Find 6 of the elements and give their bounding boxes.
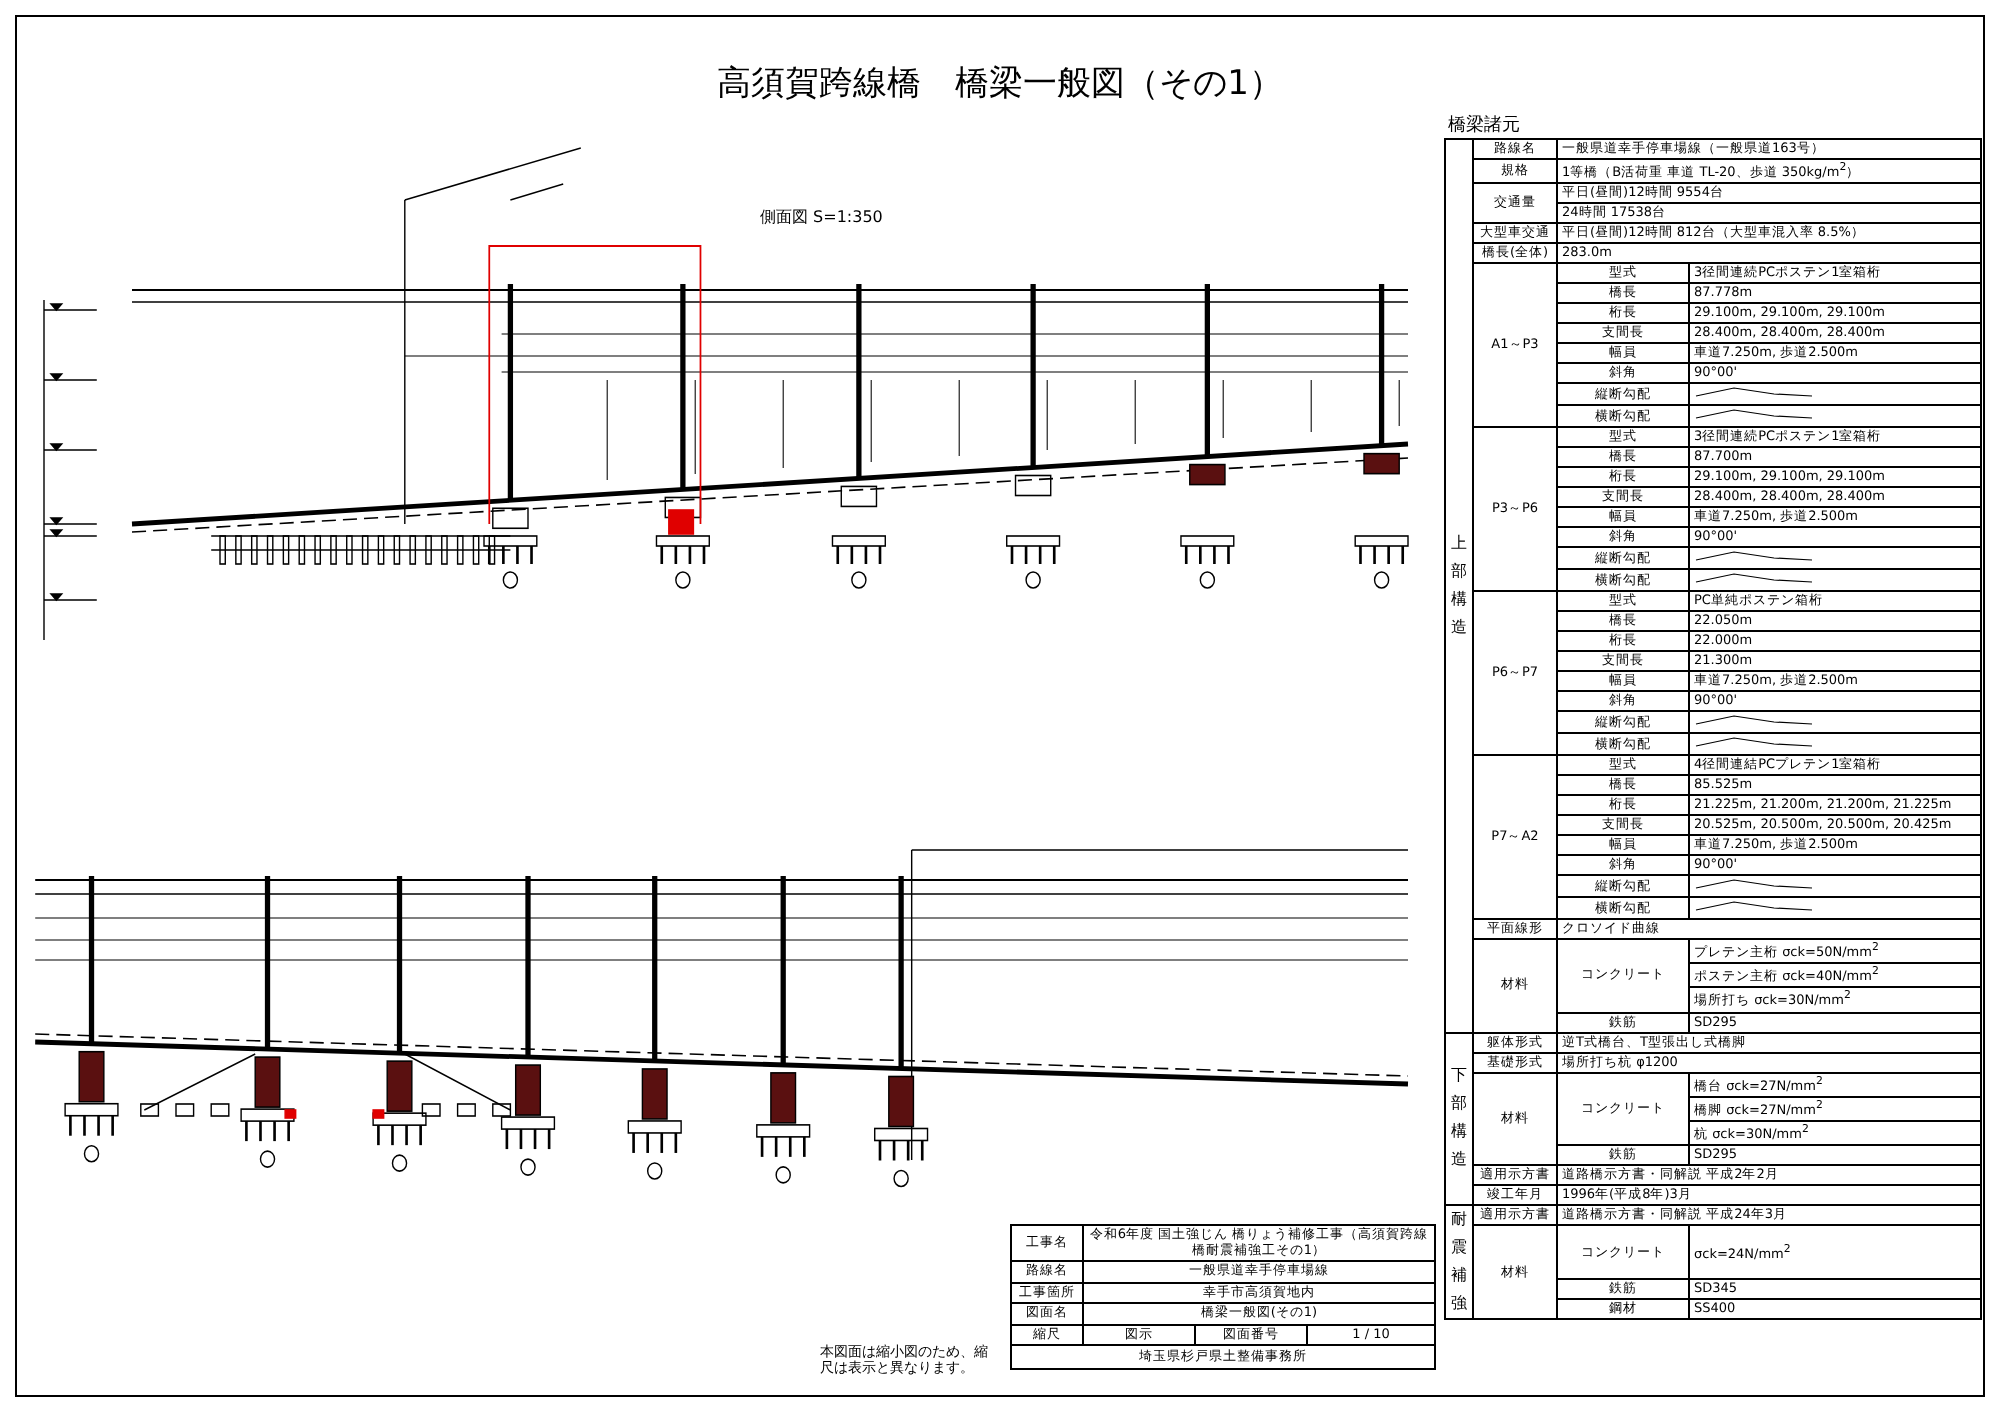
table-heading: 橋梁諸元 — [1448, 113, 1520, 138]
view-heading: 側面図 S=1:350 — [760, 206, 883, 228]
group-heading-cell: 下部構造 — [1445, 1032, 1473, 1206]
drawing-title: 高須賀跨線橋 橋梁一般図（その1） — [715, 62, 1285, 106]
group-heading-cell: 上部構造 — [1445, 139, 1473, 1033]
group-heading-cell: 耐震補強 — [1445, 1205, 1473, 1320]
